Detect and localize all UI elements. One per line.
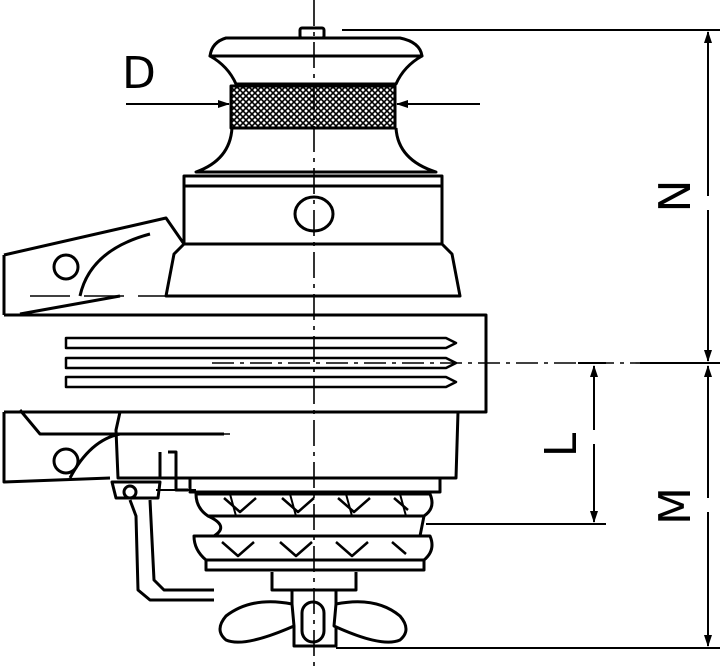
label-n: N [650, 180, 701, 213]
gypsy-upper-teeth [229, 493, 407, 517]
mount-hole-upper [52, 253, 80, 281]
gearbox-flange [188, 476, 442, 494]
cooling-fin-3 [64, 375, 458, 389]
handle-wing-right [332, 600, 408, 644]
bracket-upper-curve [78, 232, 151, 297]
collar [182, 186, 444, 246]
gypsy-base-ring [204, 560, 426, 572]
terminal-bolt [122, 484, 138, 500]
gearbox-shoulder [164, 242, 462, 298]
handle-wing-left [218, 600, 296, 644]
dimension-l [426, 362, 606, 525]
clutch-handle [218, 572, 408, 648]
bracket-rib-lower [18, 409, 224, 436]
gearbox-lip [168, 450, 188, 492]
cooling-fin-2 [64, 356, 458, 370]
warping-drum [182, 26, 444, 188]
drum-lower-flare [194, 127, 438, 174]
label-d: D [122, 48, 156, 99]
mount-hole-lower [52, 447, 80, 475]
lower-gearbox [114, 411, 460, 494]
drum-base-ring [182, 174, 444, 188]
bracket-top-edge [3, 216, 186, 257]
cable-outer [128, 499, 214, 602]
side-mount-bracket [2, 216, 224, 484]
label-m: M [650, 487, 701, 525]
dimension-n [342, 29, 720, 364]
handle-center-slot [300, 600, 326, 644]
drum-top-flange [208, 36, 424, 58]
motor-terminal [110, 480, 214, 602]
gypsy-throat-left [207, 514, 223, 538]
cable-inner [148, 499, 214, 592]
gearbox-lower-body [114, 411, 460, 480]
gypsy-lower-pockets [221, 541, 407, 558]
handle-hub [292, 626, 338, 648]
upper-body [164, 186, 462, 298]
handle-stem [290, 590, 338, 604]
label-l: L [536, 432, 587, 457]
gypsy-throat-right [418, 515, 426, 537]
chain-gypsy [192, 492, 434, 572]
bracket-left-lower [2, 412, 111, 484]
dimension-m [336, 365, 720, 649]
cooling-fin-1 [64, 336, 458, 350]
gypsy-upper-pockets [223, 497, 409, 514]
bracket-rib-upper [19, 294, 121, 316]
terminal-block [110, 480, 162, 500]
drum-knurled-band [229, 84, 397, 130]
drum-upper-flare [208, 54, 424, 86]
